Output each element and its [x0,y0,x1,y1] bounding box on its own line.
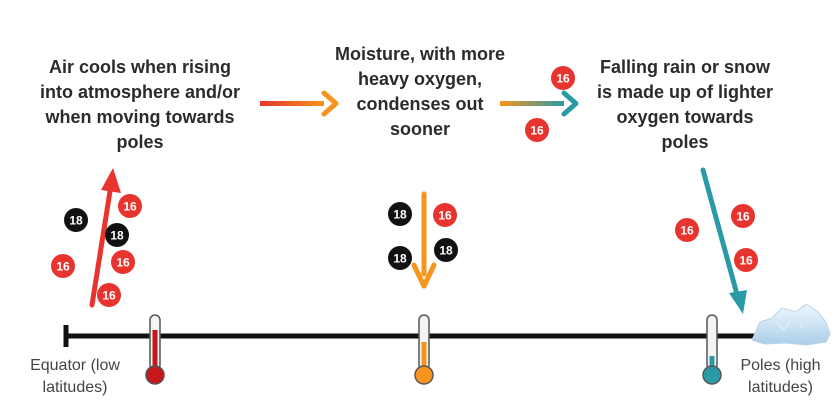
thermometer-cold-icon [702,314,722,385]
equator-label: Equator (low latitudes) [30,357,120,396]
oxygen-16-marker: 16 [118,194,142,218]
isotope-label: 18 [393,208,407,222]
ice-icon [751,303,831,346]
isotope-markers: 18 16 18 16 16 16 18 16 18 18 16 16 16 16 16 [51,66,758,307]
oxygen-16-marker: 16 [97,283,121,307]
arrow-rising-to-condensation [260,90,339,117]
isotope-label: 18 [69,214,83,228]
oxygen-18-marker: 18 [105,223,129,247]
oxygen-16-marker: 16 [51,254,75,278]
oxygen-16-marker: 16 [433,203,457,227]
oxygen-18-marker: 18 [64,208,88,232]
isotope-label: 18 [393,252,407,266]
isotope-label: 18 [110,229,124,243]
oxygen-16-marker: 16 [731,204,755,228]
isotope-label: 16 [116,256,130,270]
oxygen-16-marker: 16 [525,118,549,142]
oxygen-16-marker: 16 [111,250,135,274]
arrow-condensation-to-precipitation [500,90,579,117]
isotope-label: 16 [102,289,116,303]
isotope-label: 16 [736,210,750,224]
thermometer-hot-icon [145,314,165,385]
oxygen-16-marker: 16 [551,66,575,90]
statement-rising-air: Air cools when rising into atmosphere an… [39,57,241,152]
isotope-label: 16 [530,124,544,138]
statement-condensation: Moisture, with more heavy oxygen, conden… [335,44,506,139]
isotope-label: 18 [439,244,453,258]
isotope-label: 16 [56,260,70,274]
isotope-label: 16 [123,200,137,214]
isotope-label: 16 [739,254,753,268]
rising-air-arrow [89,168,121,308]
isotope-label: 16 [438,209,452,223]
isotope-label: 16 [680,224,694,238]
oxygen-16-marker: 16 [734,248,758,272]
oxygen-18-marker: 18 [388,246,412,270]
oxygen-16-marker: 16 [675,218,699,242]
statement-precipitation: Falling rain or snow is made up of light… [596,57,774,152]
precipitation-arrow [700,167,747,314]
oxygen-18-marker: 18 [434,238,458,262]
isotope-label: 16 [556,72,570,86]
thermometer-mid-icon [414,314,434,385]
condensation-arrow [411,191,437,289]
poles-label: Poles (high latitudes) [740,357,821,396]
oxygen-18-marker: 18 [388,202,412,226]
